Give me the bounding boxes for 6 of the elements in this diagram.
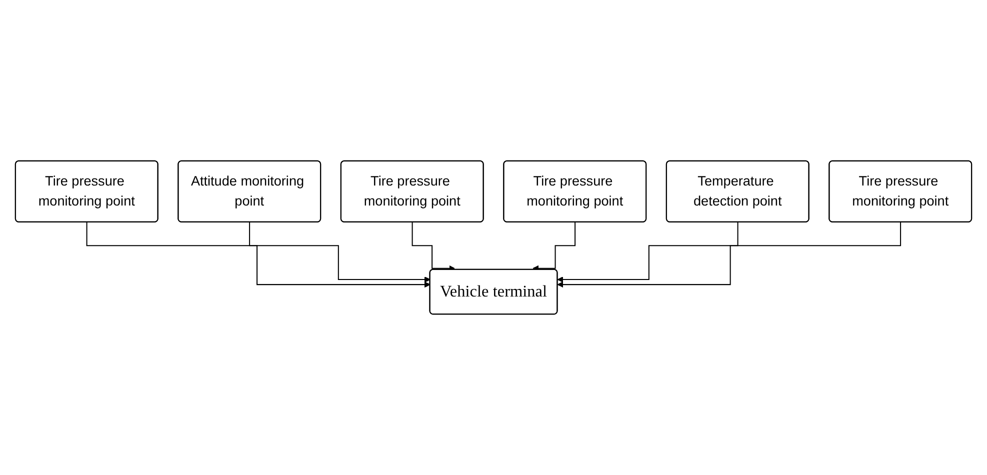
arrow [532,222,576,272]
arrow [412,222,455,272]
arrow [557,222,902,288]
arrow [86,222,430,288]
arrow [557,222,738,283]
arrow [249,222,430,283]
